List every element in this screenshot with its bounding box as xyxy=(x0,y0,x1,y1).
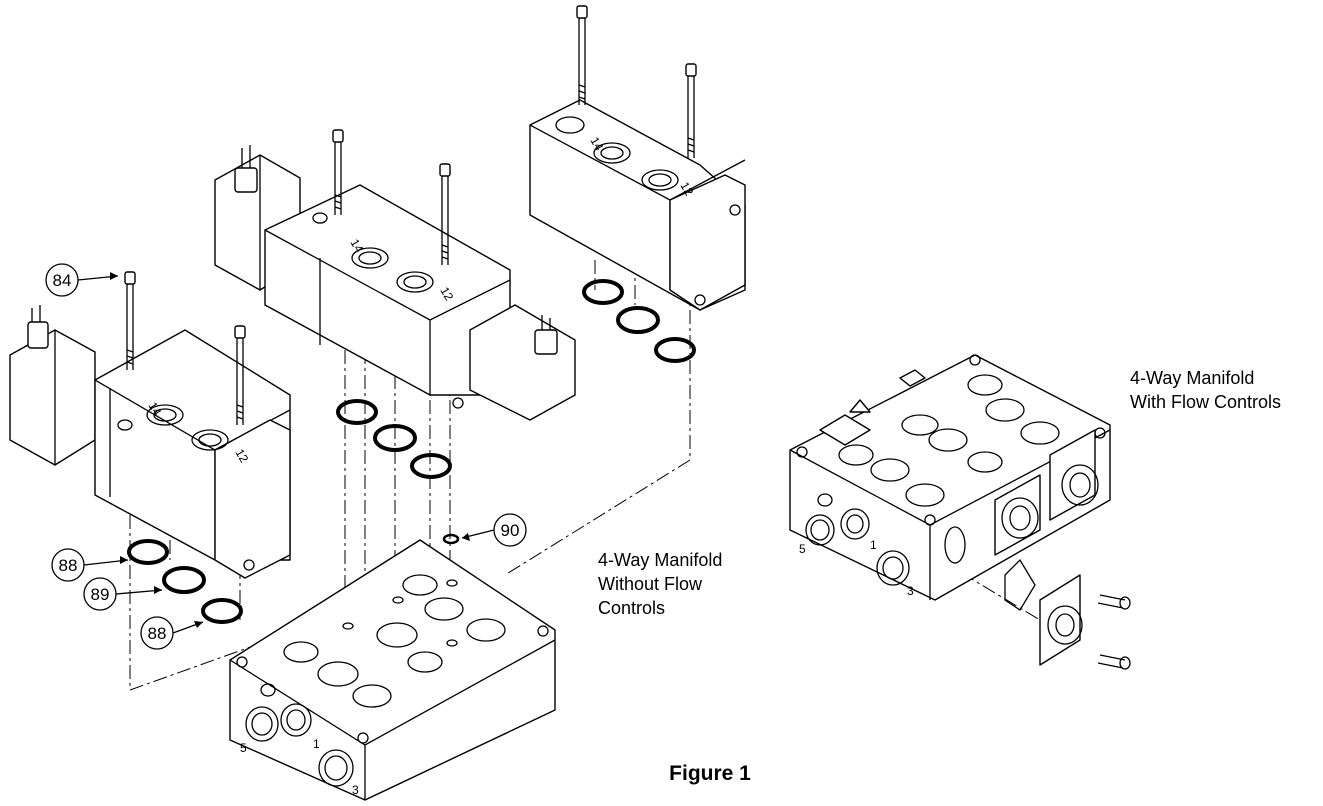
figure-caption: Figure 1 xyxy=(669,762,751,785)
callout-number: 88 xyxy=(148,624,167,643)
valve-left: 14 12 xyxy=(9,271,291,579)
callout-88: 88 xyxy=(51,548,129,582)
port-number: 3 xyxy=(352,783,359,797)
valve-port-label: 12 xyxy=(677,180,696,199)
o-rings xyxy=(127,279,696,624)
valve-port-label: 12 xyxy=(232,447,251,466)
label-with-flow-controls: 4-Way Manifold With Flow Controls xyxy=(1130,368,1281,412)
label-line: Controls xyxy=(598,598,665,618)
port-number: 5 xyxy=(240,741,247,755)
callout-88-lower: 88 xyxy=(140,616,204,650)
label-line: Without Flow xyxy=(598,574,703,594)
manifold-with-flow-controls: 5 1 3 xyxy=(789,354,1131,670)
callout-90: 90 xyxy=(461,513,527,547)
manifold-without-flow-controls: 5 1 3 xyxy=(229,539,556,801)
label-line: 4-Way Manifold xyxy=(598,550,722,570)
callout-number: 88 xyxy=(59,556,78,575)
callout-84: 84 xyxy=(45,263,119,297)
port-number: 1 xyxy=(870,538,877,552)
valve-port-label: 14 xyxy=(145,400,164,419)
port-number: 1 xyxy=(313,737,320,751)
callout-number: 89 xyxy=(91,585,110,604)
label-line: With Flow Controls xyxy=(1130,392,1281,412)
callout-89: 89 xyxy=(83,577,163,611)
label-line: 4-Way Manifold xyxy=(1130,368,1254,388)
valve-port-label: 12 xyxy=(437,285,456,304)
valve-port-label: 14 xyxy=(587,135,606,154)
callout-number: 90 xyxy=(501,521,520,540)
callout-number: 84 xyxy=(53,271,72,290)
port-number: 3 xyxy=(907,584,914,598)
valve-port-label: 14 xyxy=(347,237,366,256)
valve-middle: 14 12 xyxy=(214,129,576,421)
label-without-flow-controls: 4-Way Manifold Without Flow Controls xyxy=(598,550,722,618)
valve-top-right: 14 12 xyxy=(529,5,746,311)
port-number: 5 xyxy=(799,542,806,556)
